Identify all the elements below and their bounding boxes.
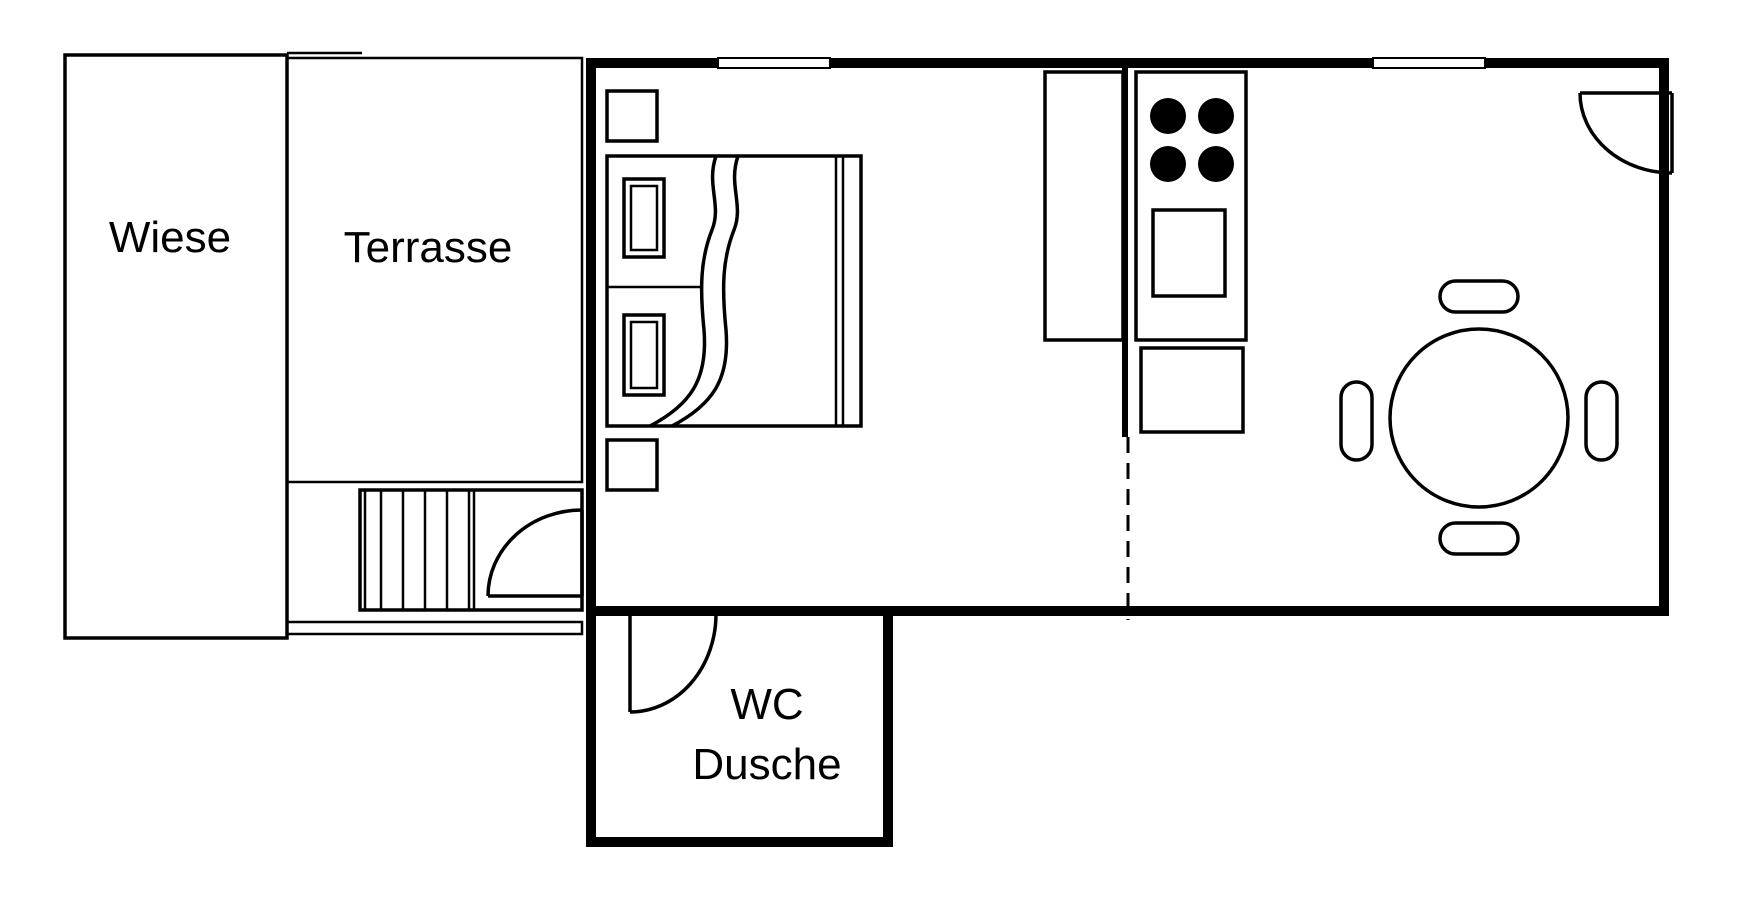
kitchen-sink	[1151, 208, 1227, 298]
dining-table	[1339, 279, 1619, 556]
window-top-left	[717, 57, 831, 69]
meadow-label: Wiese	[109, 213, 231, 262]
chair-left	[1339, 380, 1374, 462]
double-bed	[605, 154, 863, 428]
back-door	[1578, 91, 1674, 175]
round-table	[1388, 327, 1570, 509]
wardrobe	[1043, 70, 1125, 342]
chair-bottom	[1438, 521, 1520, 556]
chair-top	[1438, 279, 1520, 314]
wc-shower-room	[586, 606, 893, 847]
terrace-area	[285, 56, 584, 636]
kitchen-stove	[1134, 70, 1248, 342]
terrace-steps	[358, 488, 584, 612]
chair-right	[1584, 380, 1619, 462]
main-room-walls	[586, 58, 1669, 616]
terrace-label: Terrasse	[344, 223, 513, 272]
wc-label: WC	[730, 680, 803, 729]
fridge	[1139, 346, 1245, 434]
meadow-area	[63, 51, 362, 640]
window-top-right	[1372, 57, 1486, 69]
partition-wall	[1122, 68, 1130, 620]
entrance-door	[486, 508, 584, 598]
stove-burner	[1198, 98, 1234, 134]
nightstand-bottom	[605, 438, 659, 492]
stove-burner	[1150, 146, 1186, 182]
stove-burner	[1198, 146, 1234, 182]
shower-label: Dusche	[692, 740, 841, 789]
nightstand-top	[605, 89, 659, 143]
stove-burner	[1150, 98, 1186, 134]
